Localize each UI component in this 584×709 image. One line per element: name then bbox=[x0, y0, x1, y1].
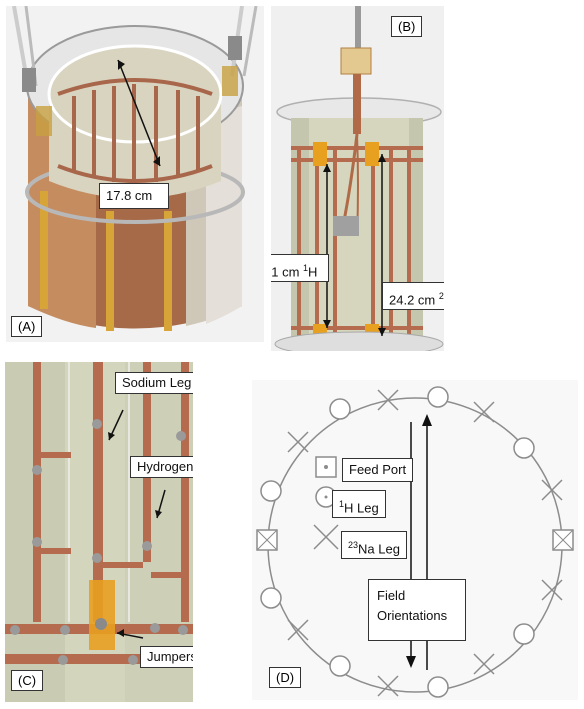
panel-d: Feed Port 1H Leg 23Na Leg Field Orientat… bbox=[252, 380, 578, 700]
legend-na-leg: 23Na Leg bbox=[341, 531, 407, 559]
legend-na-text: Na Leg bbox=[358, 541, 400, 557]
legend-h-leg: 1H Leg bbox=[332, 490, 386, 518]
legend-feed-port: Feed Port bbox=[342, 458, 414, 482]
na-length-label: 24.2 cm 23Na bbox=[382, 282, 444, 310]
h-length-label: 21 cm 1H bbox=[271, 254, 329, 282]
diameter-label: 17.8 cm bbox=[99, 183, 169, 209]
jumpers-label: Jumpers bbox=[140, 646, 193, 669]
panel-c-photo bbox=[5, 362, 193, 702]
h-length-value: 21 cm bbox=[271, 264, 300, 280]
panel-b: (B) 21 cm 1H 24.2 cm 23Na bbox=[271, 6, 444, 351]
na-length-sup: 23 bbox=[438, 291, 444, 301]
hydrogen-leg-label: Hydrogen Leg bbox=[130, 456, 193, 479]
h-length-sup: 1 bbox=[303, 263, 309, 273]
panel-c: Sodium Leg Hydrogen Leg Jumpers (C) bbox=[5, 362, 193, 702]
panel-c-letter: (C) bbox=[11, 670, 44, 691]
panel-d-letter: (D) bbox=[269, 667, 302, 688]
panel-a: 17.8 cm (A) bbox=[6, 6, 264, 342]
legend-h-sup: 1 bbox=[339, 499, 345, 509]
field-orientations-label: Field Orientations bbox=[368, 579, 466, 641]
panel-a-photo bbox=[6, 6, 264, 342]
panel-d-diagram bbox=[252, 380, 578, 700]
legend-h-text: H Leg bbox=[344, 500, 379, 516]
sodium-leg-label: Sodium Leg bbox=[115, 372, 193, 395]
panel-b-letter: (B) bbox=[391, 16, 423, 37]
panel-b-photo bbox=[271, 6, 444, 351]
na-length-value: 24.2 cm bbox=[389, 292, 439, 308]
legend-na-sup: 23 bbox=[348, 540, 359, 550]
panel-a-letter: (A) bbox=[11, 316, 43, 337]
h-length-elem: H bbox=[308, 264, 318, 280]
